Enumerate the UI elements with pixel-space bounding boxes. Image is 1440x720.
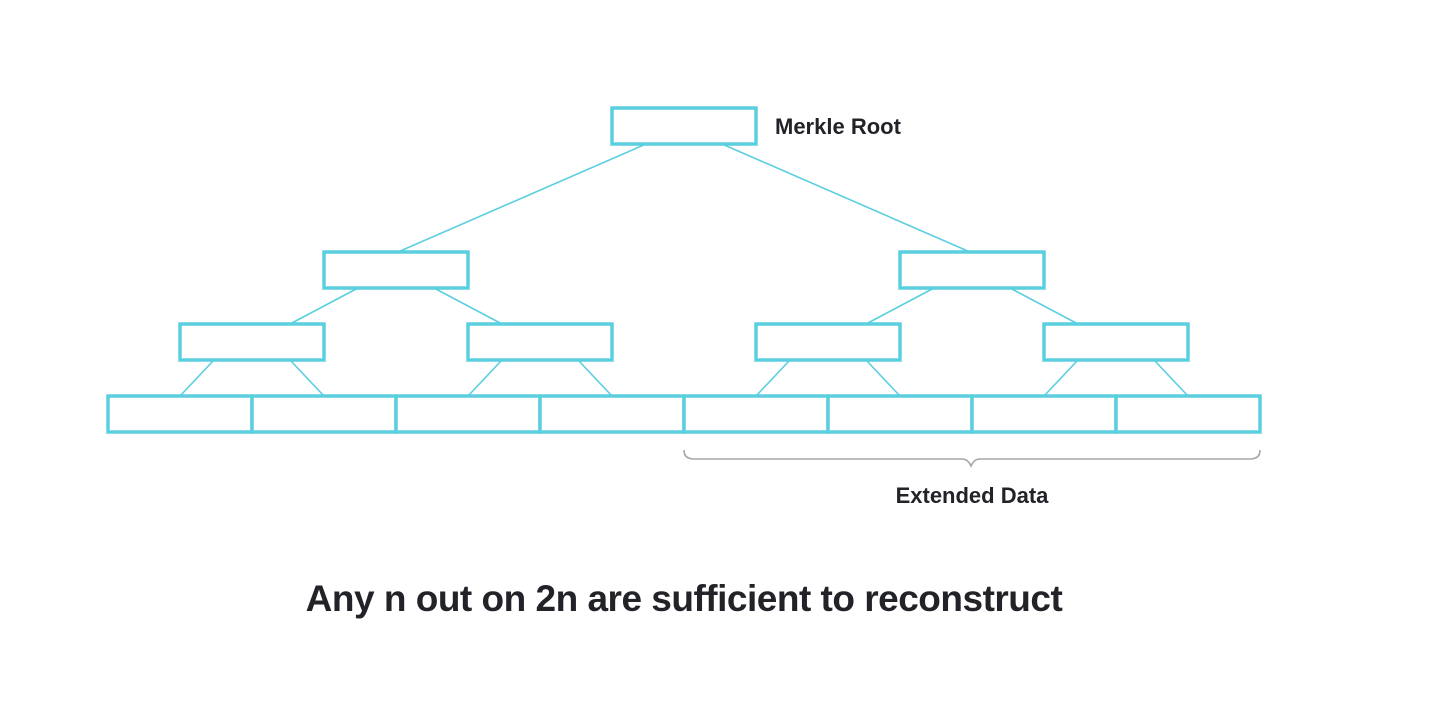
edge-l2b-leaf4 — [577, 359, 613, 397]
level1-node-right — [898, 250, 1046, 290]
leaf-node-6-extended — [826, 394, 974, 434]
level2-node-4 — [1042, 322, 1190, 362]
edges — [179, 143, 1189, 397]
edge-l1b-l2d — [1009, 287, 1079, 325]
level2-node-3 — [754, 322, 902, 362]
diagram-caption: Any n out on 2n are sufficient to recons… — [306, 578, 1063, 619]
merkle-root-label: Merkle Root — [775, 114, 902, 139]
leaf-node-7-extended — [970, 394, 1118, 434]
level2-node-2 — [466, 322, 614, 362]
edge-l2d-leaf8 — [1153, 359, 1189, 397]
edge-root-right — [721, 143, 971, 253]
leaf-node-5-extended — [682, 394, 830, 434]
edge-l1a-l2a — [289, 287, 359, 325]
nodes — [106, 106, 1262, 434]
edge-l2a-leaf2 — [289, 359, 325, 397]
leaf-node-1 — [106, 394, 254, 434]
level1-node-left — [322, 250, 470, 290]
merkle-root-node — [610, 106, 758, 146]
edge-l1b-l2c — [865, 287, 935, 325]
leaf-node-8-extended — [1114, 394, 1262, 434]
edge-root-left — [397, 143, 647, 253]
level2-node-1 — [178, 322, 326, 362]
extended-data-label: Extended Data — [896, 483, 1050, 508]
leaf-node-3 — [394, 394, 542, 434]
leaf-node-4 — [538, 394, 686, 434]
edge-l2a-leaf1 — [179, 359, 215, 397]
extended-data-brace — [683, 449, 1261, 469]
edge-l2d-leaf7 — [1043, 359, 1079, 397]
edge-l1a-l2b — [433, 287, 503, 325]
edge-l2b-leaf3 — [467, 359, 503, 397]
edge-l2c-leaf5 — [755, 359, 791, 397]
leaf-node-2 — [250, 394, 398, 434]
edge-l2c-leaf6 — [865, 359, 901, 397]
